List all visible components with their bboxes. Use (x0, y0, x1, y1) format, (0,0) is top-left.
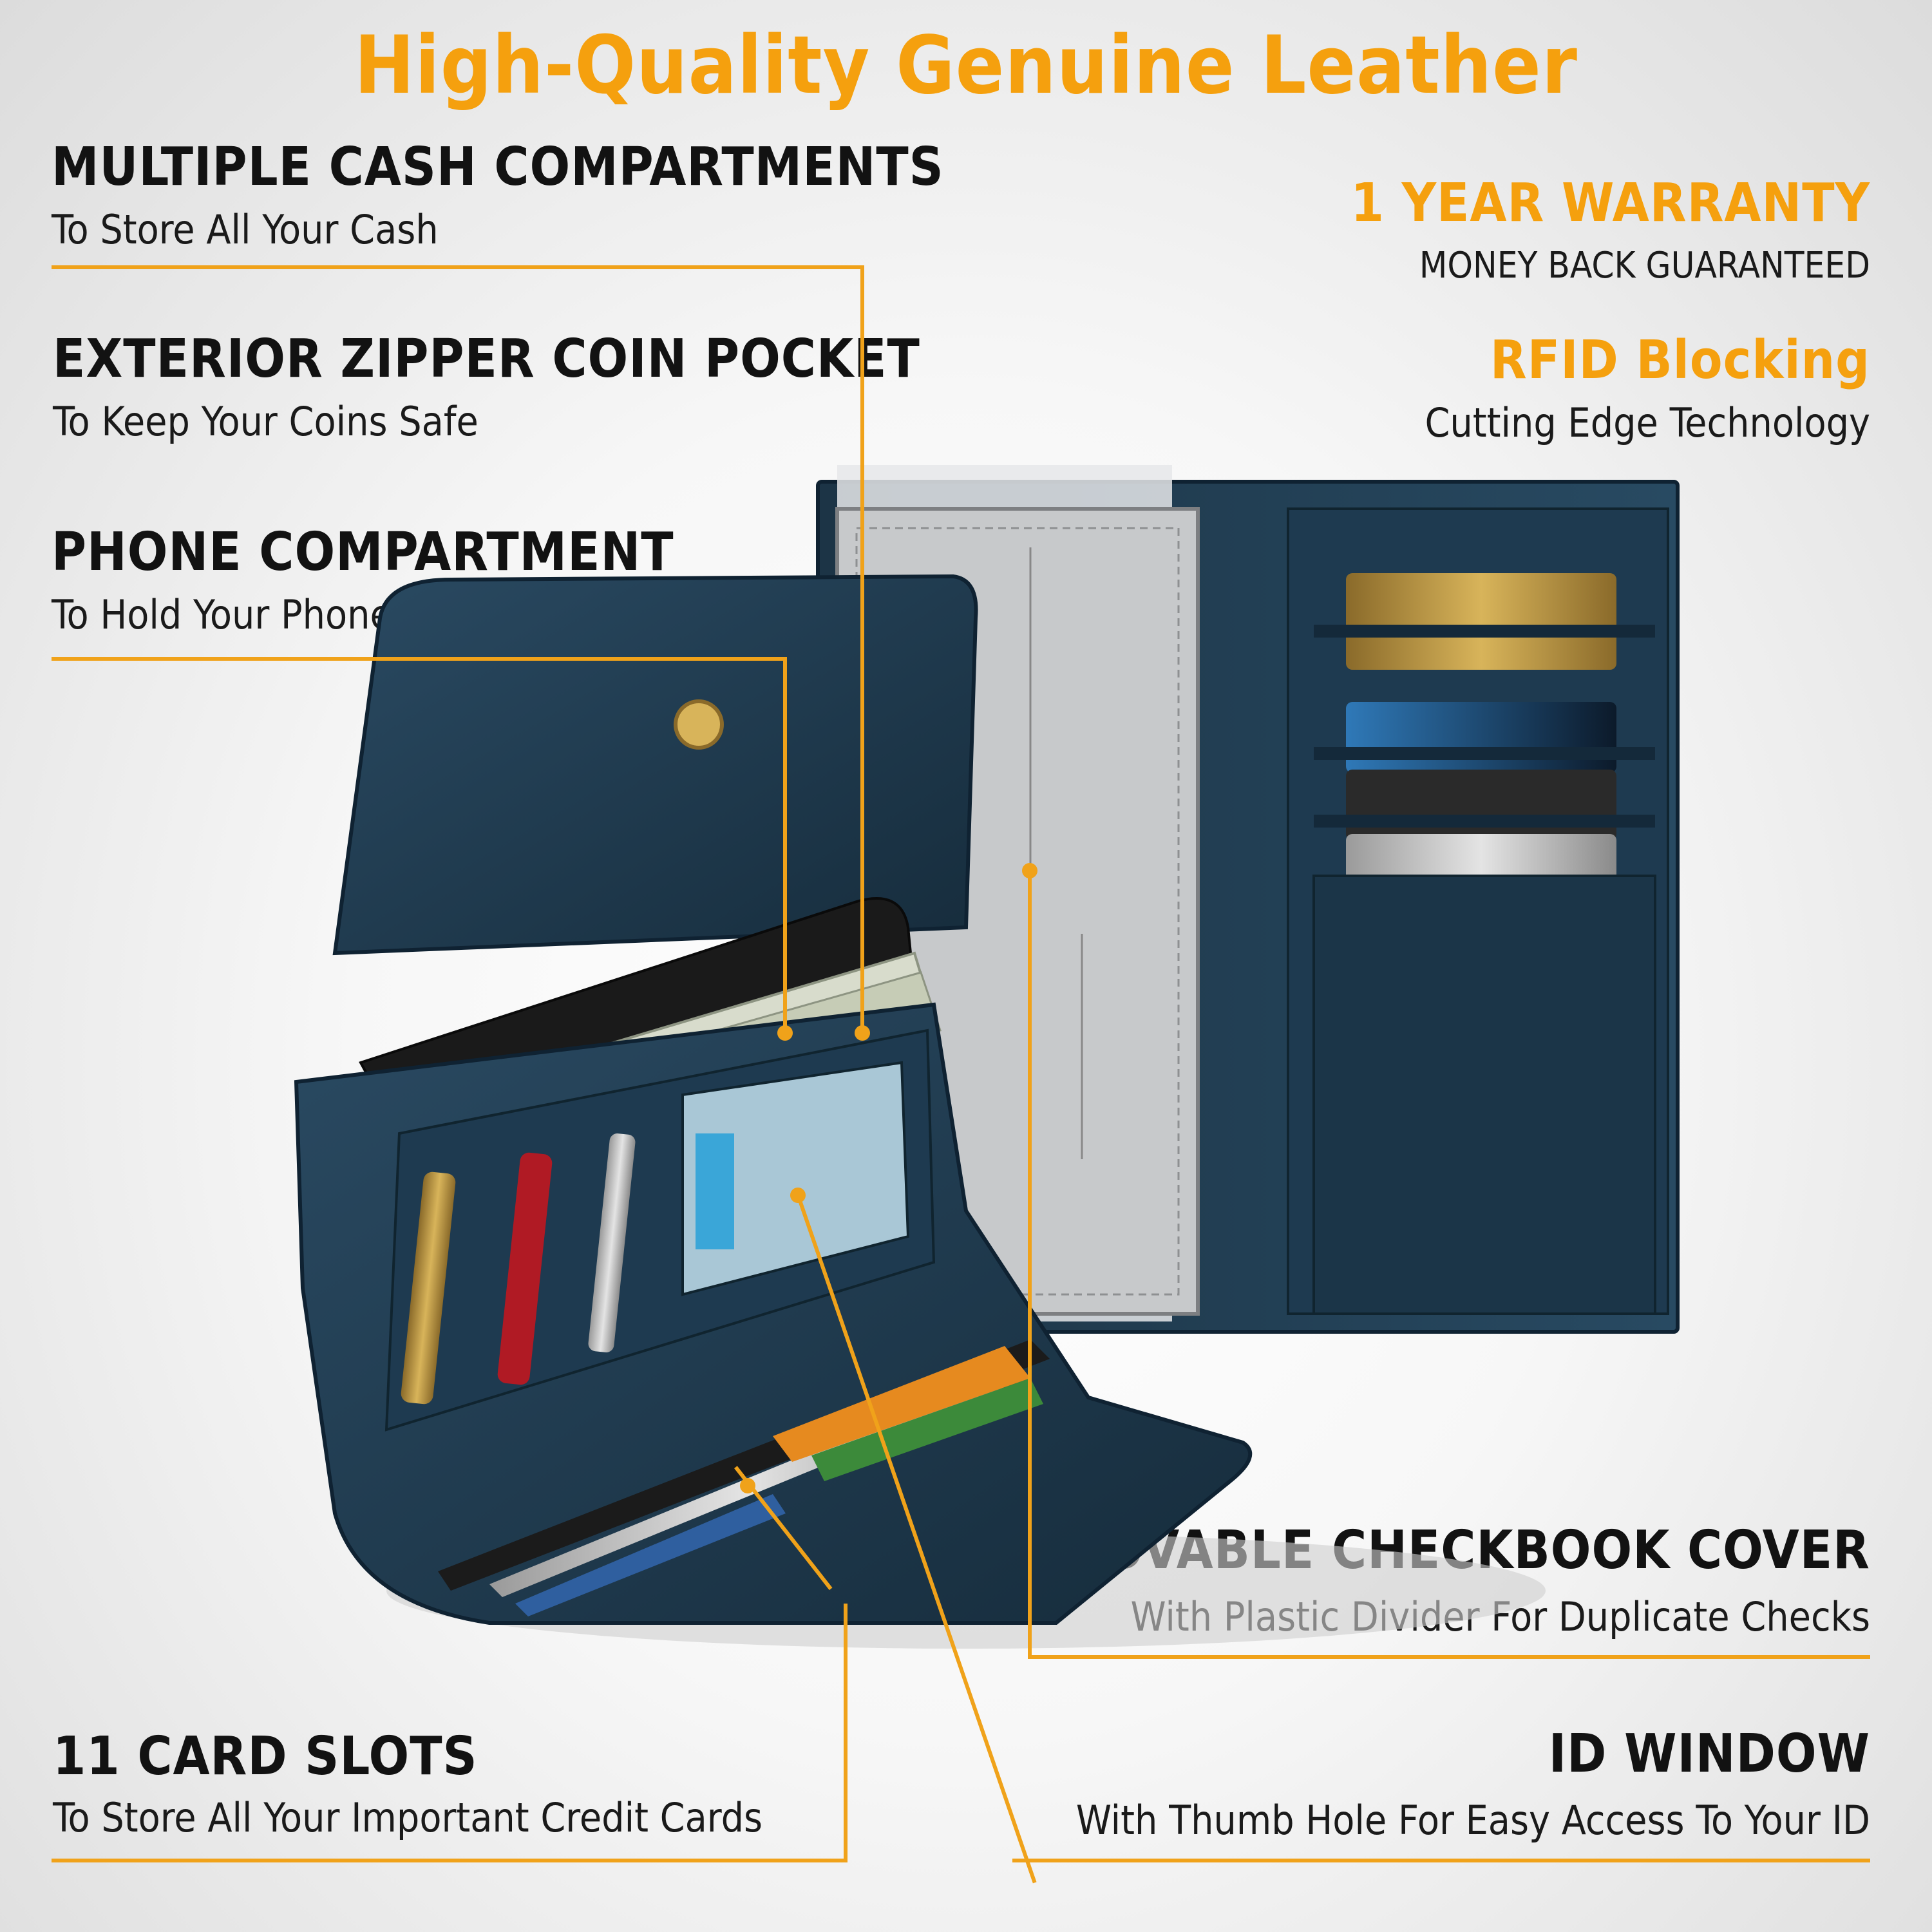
callout-line-cash-h (52, 265, 864, 269)
callout-line-checkbook-v (1028, 871, 1032, 1659)
callout-line-phone-h (52, 657, 787, 661)
callout-dot-cash (855, 1025, 870, 1041)
zipper-heading: EXTERIOR ZIPPER COIN POCKET (53, 328, 920, 390)
phone-heading: PHONE COMPARTMENT (52, 522, 674, 583)
cash-heading: MULTIPLE CASH COMPARTMENTS (52, 137, 944, 198)
page-title: High-Quality Genuine Leather (354, 19, 1578, 112)
snap-icon (674, 699, 724, 750)
phone-sub: To Hold Your Phone (52, 591, 392, 638)
rfid-sub: Cutting Edge Technology (1425, 399, 1870, 446)
id-heading: ID WINDOW (1548, 1723, 1870, 1785)
rfid-heading: RFID Blocking (1490, 330, 1870, 391)
callout-line-cards-v (844, 1604, 848, 1862)
zipper-sub: To Keep Your Coins Safe (53, 398, 478, 445)
callout-line-id-h (1012, 1859, 1870, 1862)
callout-dot-id (790, 1188, 806, 1203)
callout-line-cards-h (52, 1859, 848, 1862)
cards-heading: 11 CARD SLOTS (53, 1726, 478, 1787)
callout-dot-checkbook (1022, 863, 1037, 878)
warranty-heading: 1 YEAR WARRANTY (1350, 173, 1870, 234)
callout-dot-phone (777, 1025, 793, 1041)
cards-sub: To Store All Your Important Credit Cards (53, 1794, 763, 1841)
callout-line-checkbook-h (1028, 1655, 1870, 1659)
callout-dot-cards (740, 1478, 755, 1493)
callout-line-cash-v (860, 265, 864, 1033)
id-sub: With Thumb Hole For Easy Access To Your … (1075, 1797, 1870, 1844)
warranty-sub: MONEY BACK GUARANTEED (1419, 245, 1870, 287)
callout-line-phone-v (783, 657, 787, 1033)
cash-sub: To Store All Your Cash (52, 206, 439, 253)
